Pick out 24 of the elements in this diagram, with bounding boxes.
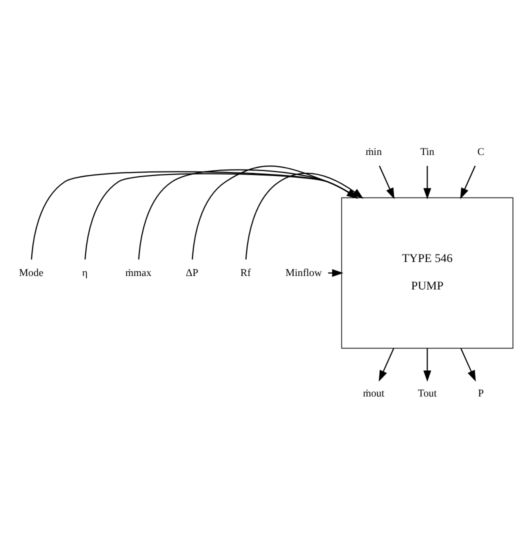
arrow <box>460 348 476 382</box>
node-text: ṁmax <box>125 267 152 278</box>
node-text: η <box>82 267 88 278</box>
arrow <box>138 168 358 260</box>
node-text: P <box>478 388 484 399</box>
arrow <box>378 348 394 382</box>
node-text: Minflow <box>285 267 322 278</box>
node-text: ΔP <box>186 267 198 278</box>
arrow <box>192 165 358 260</box>
node-text: Mode <box>19 267 44 278</box>
node-text: Tin <box>420 146 434 158</box>
node-text: Tout <box>418 388 437 399</box>
node-text: Rf <box>240 267 251 278</box>
arrow <box>30 170 358 260</box>
arrow <box>423 348 432 382</box>
arrow <box>378 165 394 199</box>
node-text: ṁout <box>362 388 384 399</box>
arrow <box>460 165 476 199</box>
node-box: TYPE 546 PUMP <box>341 196 514 348</box>
arrow <box>245 172 364 260</box>
node-text: C <box>477 146 484 158</box>
arrow <box>423 165 432 199</box>
arrow <box>84 172 358 260</box>
node-text: ṁin <box>366 146 382 158</box>
